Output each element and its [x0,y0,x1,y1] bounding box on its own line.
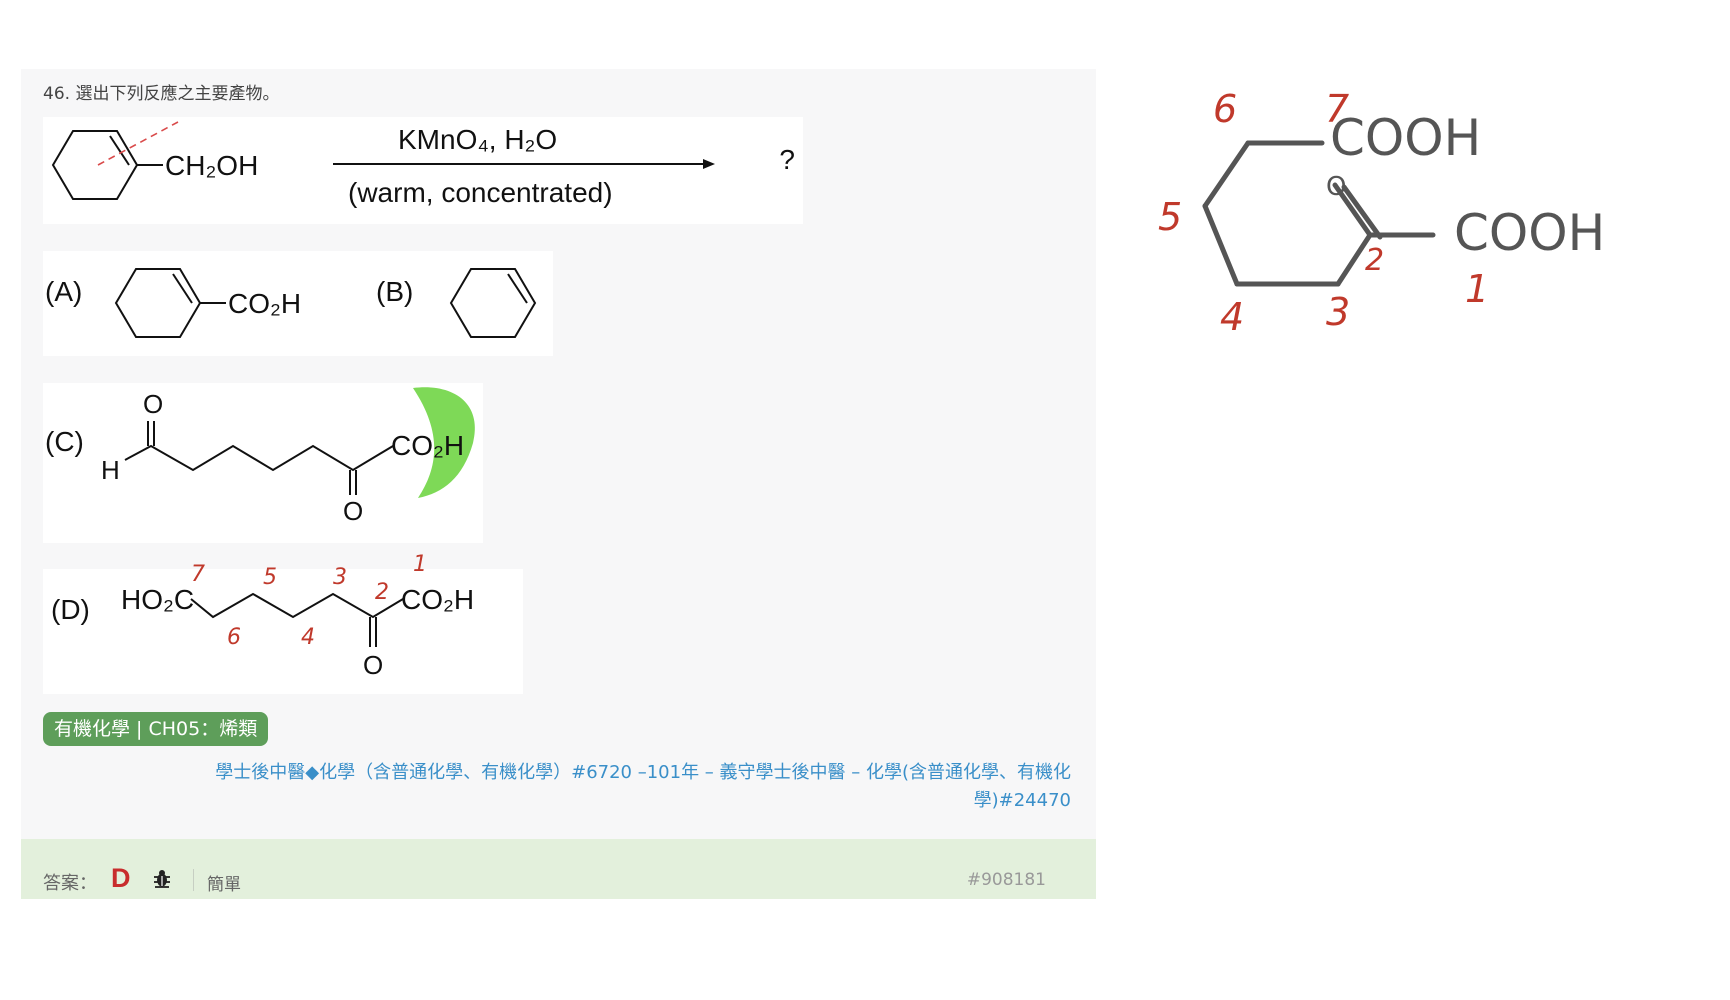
topic-tag[interactable]: 有機化學 | CH05：烯類 [43,712,269,746]
svg-text:3: 3 [1326,290,1350,334]
reagent-text: KMnO₄, H₂O [398,124,557,155]
conditions-text: (warm, concentrated) [348,177,613,208]
product-unknown: ? [779,144,795,175]
svg-text:2: 2 [375,580,389,605]
d-ketone-oxygen: O [363,650,383,680]
carbon-chain [124,444,394,472]
svg-text:7: 7 [1325,87,1349,131]
divider [193,869,194,891]
svg-text:5: 5 [263,565,277,590]
difficulty-label: 簡單 [207,875,241,895]
sketch-cooh-right: COOH [1454,204,1605,262]
option-d-panel: (D) HO₂C O CO₂H 7 6 5 4 3 2 1 [43,552,523,694]
option-c-structure: (C) O H O CO₂H [45,387,475,526]
ketone-oxygen: O [343,496,363,526]
reaction-panel: CH₂OH KMnO₄, H₂O (warm, concentrated) ? [43,117,803,224]
svg-text:4: 4 [301,625,315,650]
handwritten-sketch: COOH COOH O 6 7 5 2 1 4 3 [1158,87,1605,339]
aldehyde-oxygen: O [143,389,163,419]
options-ab-structures: (A) CO₂H (B) [45,268,537,338]
option-b-label: (B) [376,276,413,307]
sketch-oxygen: O [1326,172,1346,202]
answer-value: D [111,863,131,893]
option-c-acid: CO₂H [391,430,464,461]
option-a-ring [114,268,202,338]
sketch-cooh-top: COOH [1330,109,1481,167]
source-line-1[interactable]: 學士後中醫◆化學（含普通化學、有機化學）#6720 –101年 – 義守學士後中… [215,762,1071,783]
carbon-numbering: 7 6 5 4 3 2 1 [191,552,427,650]
question-text: 46. 選出下列反應之主要產物。 [43,84,280,104]
svg-text:7: 7 [191,562,205,587]
sketch-ring [1202,140,1436,287]
svg-text:3: 3 [333,565,347,590]
option-b-ring [449,268,537,338]
cleavage-mark [97,121,179,166]
d-carbon-chain [190,592,404,619]
reactant-group: CH₂OH [165,150,258,181]
option-d-label: (D) [51,594,90,625]
answer-label: 答案： [43,873,97,894]
options-ab-panel: (A) CO₂H (B) [43,251,553,356]
svg-text:1: 1 [413,552,427,577]
right-acid-group: CO₂H [401,584,474,615]
svg-text:4: 4 [1220,295,1244,339]
option-c-panel: (C) O H O CO₂H [43,383,483,543]
svg-text:6: 6 [227,625,241,650]
sketch-groups: COOH COOH O [1326,109,1605,262]
svg-text:2: 2 [1365,243,1384,278]
question-id[interactable]: #908181 [966,870,1046,890]
option-a-group: CO₂H [228,288,301,319]
question-card: 46. 選出下列反應之主要產物。 CH₂OH KMnO₄, H₂O (warm,… [21,69,1096,899]
option-d-structure: (D) HO₂C O CO₂H 7 6 5 4 3 2 1 [51,552,474,680]
svg-text:6: 6 [1213,87,1237,131]
svg-text:1: 1 [1465,267,1489,311]
svg-text:5: 5 [1158,195,1182,239]
option-c-label: (C) [45,426,84,457]
option-a-label: (A) [45,276,82,307]
highlight-mark [413,387,475,498]
sketch-numbering: 6 7 5 2 1 4 3 [1158,87,1489,339]
source-link[interactable]: 學士後中醫◆化學（含普通化學、有機化學）#6720 –101年 – 義守學士後中… [96,759,1071,815]
answer-bar: 答案： D 簡單 #908181 [21,839,1096,899]
source-line-2[interactable]: 學)#24470 [973,790,1071,811]
left-acid-group: HO₂C [121,584,194,615]
cyclohexene-ring [51,130,139,200]
bug-report-icon[interactable] [151,868,173,890]
aldehyde-hydrogen: H [101,455,120,485]
reaction-scheme: CH₂OH KMnO₄, H₂O (warm, concentrated) ? [51,121,795,208]
